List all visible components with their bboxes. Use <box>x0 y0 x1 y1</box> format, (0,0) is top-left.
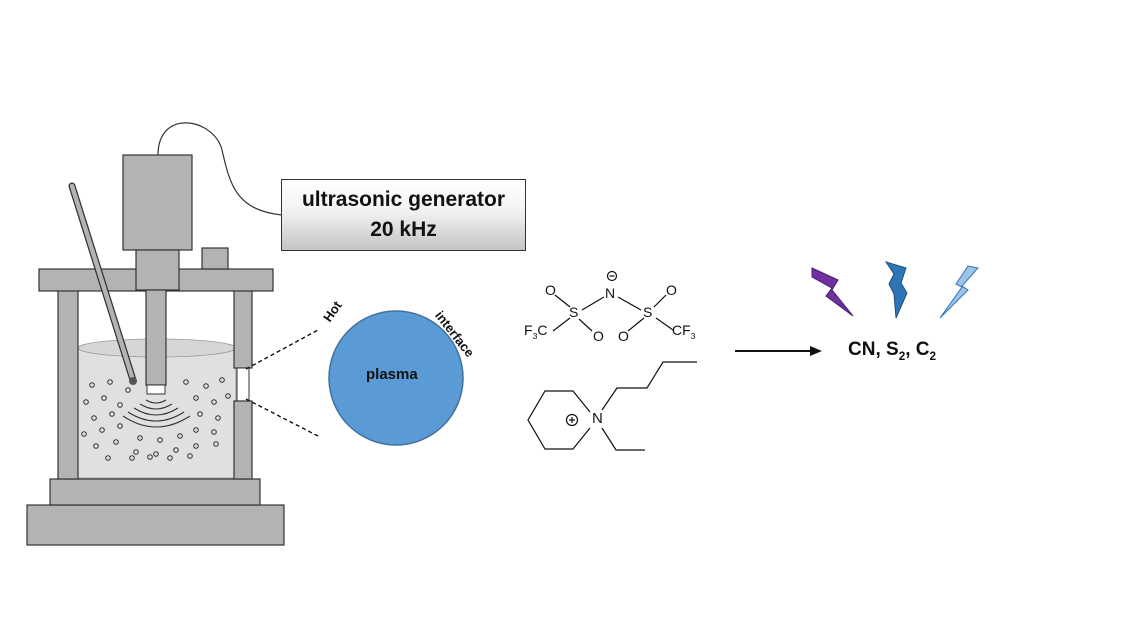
zoom-line-top <box>245 329 319 370</box>
cavitation-bubble <box>153 451 159 457</box>
cavitation-bubble <box>113 439 119 445</box>
cavitation-bubble <box>183 379 189 385</box>
ultrasound-waves <box>122 399 191 428</box>
anion-nitrogen: N <box>605 285 616 301</box>
ultrasonic-generator-box: ultrasonic generator 20 kHz <box>281 179 526 251</box>
anion-oxygen-3: O <box>618 328 629 344</box>
cavitation-bubble <box>117 402 123 408</box>
cavitation-bubble <box>81 431 87 437</box>
cavitation-bubble <box>193 395 199 401</box>
generator-label: ultrasonic generator <box>301 188 506 211</box>
cavitation-bubble <box>101 395 107 401</box>
cavitation-bubble <box>147 454 153 460</box>
zoom-line-bottom <box>245 398 319 437</box>
cavitation-bubble <box>193 443 199 449</box>
plasma-bubble <box>328 310 464 446</box>
cavitation-bubbles <box>81 377 231 461</box>
cavitation-bubble <box>125 387 131 393</box>
cavitation-bubble <box>215 415 221 421</box>
transducer-neck <box>135 249 180 291</box>
cavitation-bubble <box>219 377 225 383</box>
anion-right-cf3: CF3 <box>672 322 696 341</box>
cavitation-bubble <box>157 437 163 443</box>
cavitation-bubble <box>91 415 97 421</box>
cavitation-bubble <box>167 455 173 461</box>
cavitation-bubble <box>137 435 143 441</box>
cavitation-bubble <box>93 443 99 449</box>
anion-sulfur-1: S <box>569 304 579 320</box>
cavitation-bubble <box>133 449 139 455</box>
horn-tip <box>146 384 166 395</box>
thermometer-inner <box>69 183 136 383</box>
cavitation-bubble <box>107 379 113 385</box>
cavitation-bubble <box>197 411 203 417</box>
cavitation-bubble <box>225 393 231 399</box>
lightning-purple-icon <box>811 267 854 317</box>
cation-bonds <box>527 361 697 451</box>
cation-nitrogen: N <box>592 410 603 427</box>
base-plate <box>26 504 285 546</box>
cavitation-bubble <box>173 447 179 453</box>
cavitation-bubble <box>89 382 95 388</box>
cavitation-bubble <box>203 383 209 389</box>
transducer-body <box>122 154 193 251</box>
cavitation-bubble <box>83 399 89 405</box>
anion-oxygen-2: O <box>593 328 604 344</box>
right-pillar-upper <box>233 289 253 369</box>
generator-cable <box>157 122 283 216</box>
base-stand <box>49 478 261 506</box>
anion-sulfur-2: S <box>643 304 653 320</box>
cavitation-bubble <box>109 411 115 417</box>
sonotrode-horn <box>145 289 167 386</box>
anion-left-cf3: F3C <box>524 322 548 341</box>
anion-oxygen-1: O <box>545 282 556 298</box>
window <box>236 367 250 402</box>
left-pillar <box>57 289 79 480</box>
cavitation-bubble <box>99 427 105 433</box>
plasma-label: plasma <box>366 366 418 383</box>
emission-products: CN, S2, C2 <box>848 339 937 363</box>
anion-bonds <box>552 270 674 332</box>
cavitation-bubble <box>117 423 123 429</box>
cavitation-bubble <box>193 427 199 433</box>
cavitation-bubble <box>211 399 217 405</box>
thermometer-bulb <box>129 377 137 385</box>
right-pillar-lower <box>233 400 253 480</box>
reaction-arrow-head <box>810 346 822 356</box>
port <box>201 247 229 270</box>
cavitation-bubble <box>213 441 219 447</box>
lightning-blue-icon <box>884 261 908 319</box>
anion-oxygen-4: O <box>666 282 677 298</box>
generator-frequency: 20 kHz <box>370 218 437 241</box>
cavitation-bubble <box>187 453 193 459</box>
cavitation-bubble <box>129 455 135 461</box>
cavitation-bubble <box>105 455 111 461</box>
lightning-light-blue-icon <box>939 265 979 319</box>
cavitation-bubble <box>177 433 183 439</box>
cavitation-bubble <box>211 429 217 435</box>
